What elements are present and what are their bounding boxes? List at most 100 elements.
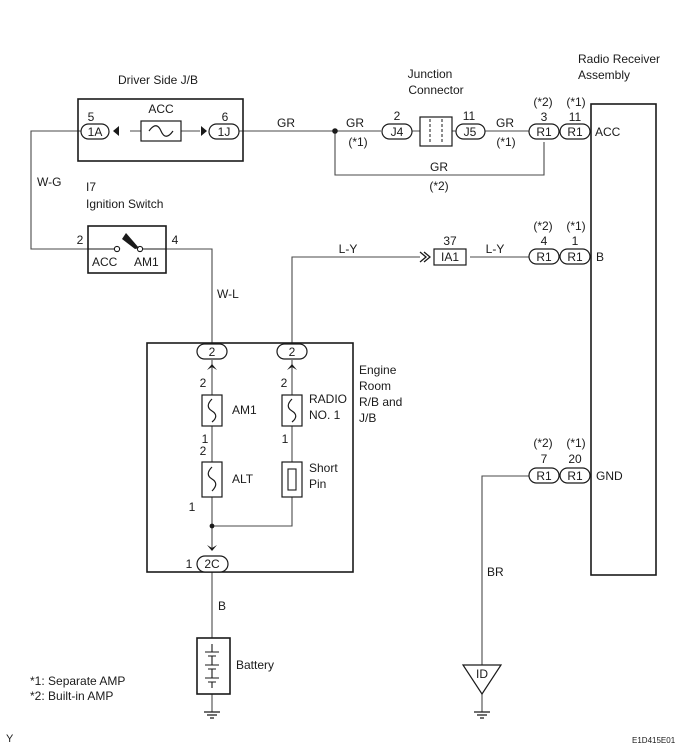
wire-gr-main-label: GR — [277, 116, 295, 130]
note-bypass: (*2) — [429, 179, 448, 193]
ia1-pin: 37 — [443, 234, 457, 248]
battery-label: Battery — [236, 658, 274, 672]
gnd-connector-r1-a-label: R1 — [536, 469, 552, 483]
b-note-1: (*1) — [566, 219, 585, 233]
acc-connector-r1-a — [528, 123, 560, 140]
gnd-pin-20: 20 — [568, 452, 582, 466]
alt-label: ALT — [232, 472, 254, 486]
ign-pin-4: 4 — [172, 233, 179, 247]
am1-pin-top: 2 — [200, 376, 207, 390]
alt-pin-bot: 1 — [189, 500, 196, 514]
b-connector-r1-b-label: R1 — [567, 250, 583, 264]
b-connector-r1-a-label: R1 — [536, 250, 552, 264]
wire-b-label: B — [218, 599, 226, 613]
b-note-2: (*2) — [533, 219, 552, 233]
am1-label: AM1 — [232, 403, 257, 417]
ground-icon — [204, 711, 220, 719]
radio-title-1: Radio Receiver — [578, 52, 660, 66]
ign-contact-acc — [113, 245, 121, 253]
ign-acc-label: ACC — [92, 255, 118, 269]
fuse-symbol-icon-radio — [287, 398, 297, 423]
junction-pin-11: 11 — [463, 109, 476, 123]
ground-point-id: ID — [476, 667, 488, 681]
fuse-symbol-icon-am1 — [207, 398, 217, 423]
ignition-switch-title: Ignition Switch — [86, 197, 163, 211]
wire-br — [481, 475, 529, 665]
radio-fuse-label-2: NO. 1 — [309, 408, 341, 422]
footnote-1: *1: Separate AMP — [30, 674, 125, 688]
er-connector-left-label: 2 — [209, 345, 216, 359]
junction-title-2: Connector — [408, 83, 463, 97]
wire-ly2-label: L-Y — [486, 242, 505, 256]
wire-wl — [166, 248, 213, 343]
connector-j5 — [455, 123, 486, 140]
junction-pin-2: 2 — [394, 109, 401, 123]
junction-dashes — [429, 119, 443, 144]
acc-terminal: ACC — [595, 125, 621, 139]
b-terminal: B — [596, 250, 604, 264]
radio-pin-top: 2 — [281, 376, 288, 390]
gnd-note-1: (*1) — [566, 436, 585, 450]
short-pin — [281, 461, 303, 498]
b-connector-r1-b — [559, 248, 591, 265]
footnote-2: *2: Built-in AMP — [30, 689, 113, 703]
double-chevron-icon — [419, 251, 432, 263]
wire-wg-label: W-G — [37, 175, 61, 189]
engine-room-title-3: R/B and — [359, 395, 402, 409]
radio-receiver-box — [590, 103, 657, 576]
connector-1a — [80, 123, 110, 140]
chevron-up-icon — [207, 364, 217, 370]
junction-body — [419, 116, 453, 147]
junction-title-1: Junction — [408, 67, 453, 81]
connector-j4-label: J4 — [391, 125, 404, 139]
wire-gr-bypass — [334, 131, 545, 176]
fuse-symbol-icon — [148, 125, 174, 137]
radio-title-2: Assembly — [578, 68, 630, 82]
b-pin-1: 1 — [572, 234, 579, 248]
acc-connector-r1-a-label: R1 — [536, 125, 552, 139]
connector-ia1 — [433, 248, 467, 266]
gnd-note-2: (*2) — [533, 436, 552, 450]
chevron-right-icon — [201, 126, 207, 136]
battery-box — [196, 637, 231, 695]
connector-j4 — [381, 123, 413, 140]
engine-room-box — [146, 342, 354, 573]
gnd-connector-r1-a — [528, 467, 560, 484]
wire-ly1 — [291, 256, 420, 343]
switch-lever-icon — [122, 233, 139, 249]
chevron-left-icon — [113, 126, 119, 136]
gnd-pin-7: 7 — [541, 452, 548, 466]
chevron-down-icon — [207, 545, 217, 551]
ignition-switch-id: I7 — [86, 180, 96, 194]
connector-1a-label: 1A — [88, 125, 103, 139]
engine-room-title-4: J/B — [359, 411, 376, 425]
connector-2c — [196, 555, 229, 573]
connector-1j — [208, 123, 240, 140]
corner-y: Y — [6, 733, 14, 745]
wire-br-label: BR — [487, 565, 504, 579]
note-after: (*1) — [496, 135, 515, 149]
radio-fuse-label-1: RADIO — [309, 392, 347, 406]
connector-ia1-label: IA1 — [441, 250, 459, 264]
acc-pin-11: 11 — [569, 110, 582, 124]
acc-fuse-label: ACC — [148, 102, 174, 116]
engine-room-title-2: Room — [359, 379, 391, 393]
pin-5: 5 — [88, 110, 95, 124]
acc-note-1: (*1) — [566, 95, 585, 109]
corner-code: E1D415E01 — [632, 736, 676, 745]
wire-wl-label: W-L — [217, 287, 239, 301]
fuse-symbol-icon-alt — [207, 466, 217, 492]
b-pin-4: 4 — [541, 234, 548, 248]
chevron-up-icon-right — [287, 364, 297, 370]
short-pin-label-1: Short — [309, 461, 338, 475]
acc-connector-r1-b-label: R1 — [567, 125, 583, 139]
acc-connector-r1-b — [559, 123, 591, 140]
am1-pin-bot: 1 — [202, 432, 209, 446]
short-pin-inner — [287, 468, 297, 491]
gnd-connector-r1-b-label: R1 — [567, 469, 583, 483]
gnd-terminal: GND — [596, 469, 623, 483]
acc-note-2: (*2) — [533, 95, 552, 109]
wire-gr-split-label: GR — [346, 116, 364, 130]
engine-room-title-1: Engine — [359, 363, 397, 377]
